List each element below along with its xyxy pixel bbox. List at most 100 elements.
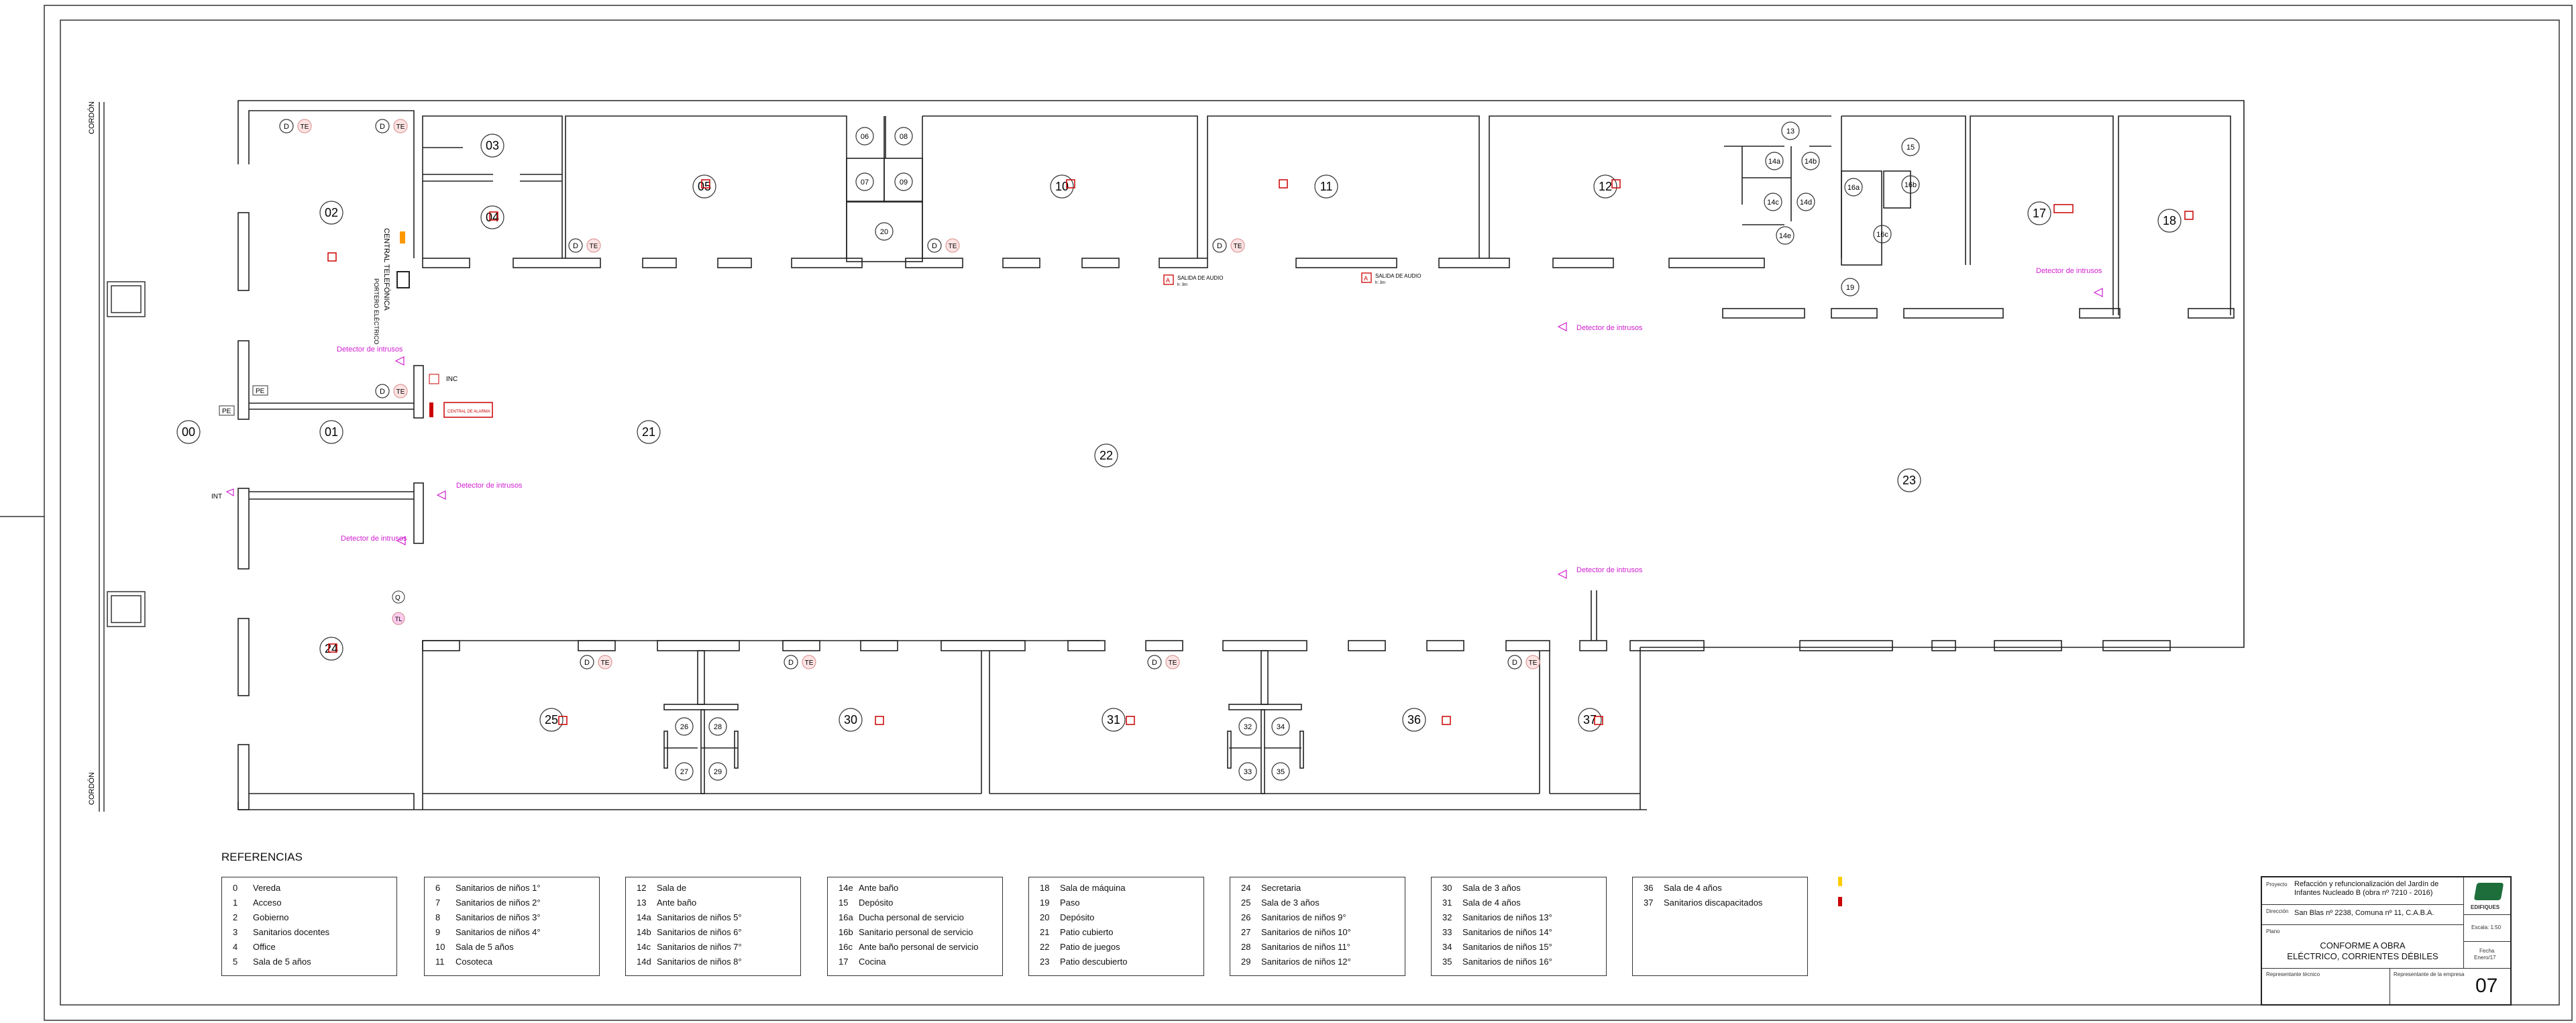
room-number-text: 14d bbox=[1800, 199, 1812, 207]
room-number: 26 bbox=[675, 717, 694, 736]
room-number: 03 bbox=[480, 133, 504, 158]
curb-label-bottom: CORDÓN bbox=[87, 772, 96, 805]
detector-symbol: D bbox=[284, 123, 289, 131]
reference-name: Sala de 3 años bbox=[1462, 883, 1521, 893]
sheet-number: 07 bbox=[2475, 975, 2498, 997]
pe-symbol-2: PE bbox=[256, 388, 265, 395]
room-number: 23 bbox=[1897, 468, 1921, 492]
company-rep-label: Representante de la empresa bbox=[2394, 971, 2465, 977]
room-number: 35 bbox=[1271, 762, 1290, 781]
room-number-text: 05 bbox=[698, 180, 711, 193]
reference-name: Sala de máquina bbox=[1060, 883, 1126, 893]
room-number-text: 08 bbox=[900, 133, 908, 141]
room-number: 30 bbox=[839, 708, 863, 732]
room-number: 16b bbox=[1901, 175, 1920, 194]
pe-symbol: PE bbox=[222, 408, 231, 415]
room-number-text: 14c bbox=[1767, 199, 1779, 207]
reference-name: Sanitarios de niños 6° bbox=[657, 927, 742, 937]
reference-number: 16c bbox=[839, 942, 853, 952]
reference-name: Sanitarios de niños 11° bbox=[1261, 942, 1350, 952]
reference-number: 35 bbox=[1442, 957, 1452, 967]
intrusion-label: Detector de intrusos bbox=[1576, 566, 1643, 574]
reference-number: 5 bbox=[233, 957, 238, 967]
reference-number: 14b bbox=[637, 927, 651, 937]
reference-name: Depósito bbox=[859, 898, 894, 908]
reference-name: Patio de juegos bbox=[1060, 942, 1120, 952]
room-number-text: 27 bbox=[680, 768, 688, 776]
room-number: 16a bbox=[1844, 178, 1863, 197]
intrusion-label: Detector de intrusos bbox=[341, 535, 407, 543]
room-number: 09 bbox=[894, 172, 913, 191]
room-number-text: 11 bbox=[1320, 180, 1333, 193]
telephone-symbol: TE bbox=[301, 123, 309, 131]
reference-name: Patio cubierto bbox=[1060, 927, 1114, 937]
detector-symbol: D bbox=[380, 388, 385, 396]
plan-title: CONFORME A OBRA bbox=[2320, 940, 2406, 951]
telephone-symbol: TE bbox=[396, 123, 405, 131]
reference-name: Sala de 4 años bbox=[1664, 883, 1722, 893]
reference-number: 30 bbox=[1442, 883, 1452, 893]
svg-text:A: A bbox=[1364, 275, 1368, 282]
room-number: 19 bbox=[1841, 278, 1860, 297]
room-number: 08 bbox=[894, 127, 913, 146]
intrusion-sensor-icon bbox=[1557, 570, 1567, 579]
room-number-text: 29 bbox=[714, 768, 722, 776]
reference-number: 28 bbox=[1241, 942, 1251, 952]
room-number-text: 21 bbox=[642, 425, 655, 439]
room-number-text: 10 bbox=[1055, 180, 1069, 193]
reference-number: 29 bbox=[1241, 957, 1251, 967]
project-label: Proyecto bbox=[2266, 881, 2288, 887]
reference-number: 19 bbox=[1040, 898, 1050, 908]
intrusion-label: Detector de intrusos bbox=[456, 482, 523, 490]
room-number-text: 19 bbox=[1846, 284, 1854, 292]
intrusion-label: Detector de intrusos bbox=[1576, 324, 1643, 332]
reference-number: 16a bbox=[839, 912, 853, 922]
telephone-symbol: TE bbox=[601, 659, 610, 667]
reference-name: Cocina bbox=[859, 957, 886, 967]
reference-number: 4 bbox=[233, 942, 238, 952]
reference-number: 27 bbox=[1241, 927, 1251, 937]
date-value: Enero/17 bbox=[2474, 955, 2496, 961]
reference-number: 6 bbox=[435, 883, 441, 893]
room-number-text: 16c bbox=[1876, 231, 1888, 239]
date-label: Fecha bbox=[2479, 948, 2495, 954]
reference-name: Secretaria bbox=[1261, 883, 1301, 893]
intrusion-sensor-icon bbox=[394, 356, 405, 366]
reference-name: Sala de bbox=[657, 883, 687, 893]
telephone-symbol: TE bbox=[1234, 243, 1242, 250]
tech-rep-label: Representante técnico bbox=[2266, 971, 2320, 977]
reference-name: Vereda bbox=[253, 883, 281, 893]
room-number: 14b bbox=[1801, 152, 1820, 170]
reference-number: 14c bbox=[637, 942, 651, 952]
reference-number: 1 bbox=[233, 898, 238, 908]
reference-number: 36 bbox=[1644, 883, 1654, 893]
room-number: 36 bbox=[1402, 708, 1426, 732]
room-number-text: 00 bbox=[182, 425, 195, 439]
tl-symbol: TL bbox=[395, 616, 402, 623]
room-number: 06 bbox=[855, 127, 874, 146]
telephone-symbol: TE bbox=[590, 243, 598, 250]
reference-row: 28 Sanitarios de niños 11° bbox=[1230, 939, 1405, 954]
room-number-text: 37 bbox=[1583, 713, 1597, 726]
room-number-text: 33 bbox=[1244, 768, 1252, 776]
